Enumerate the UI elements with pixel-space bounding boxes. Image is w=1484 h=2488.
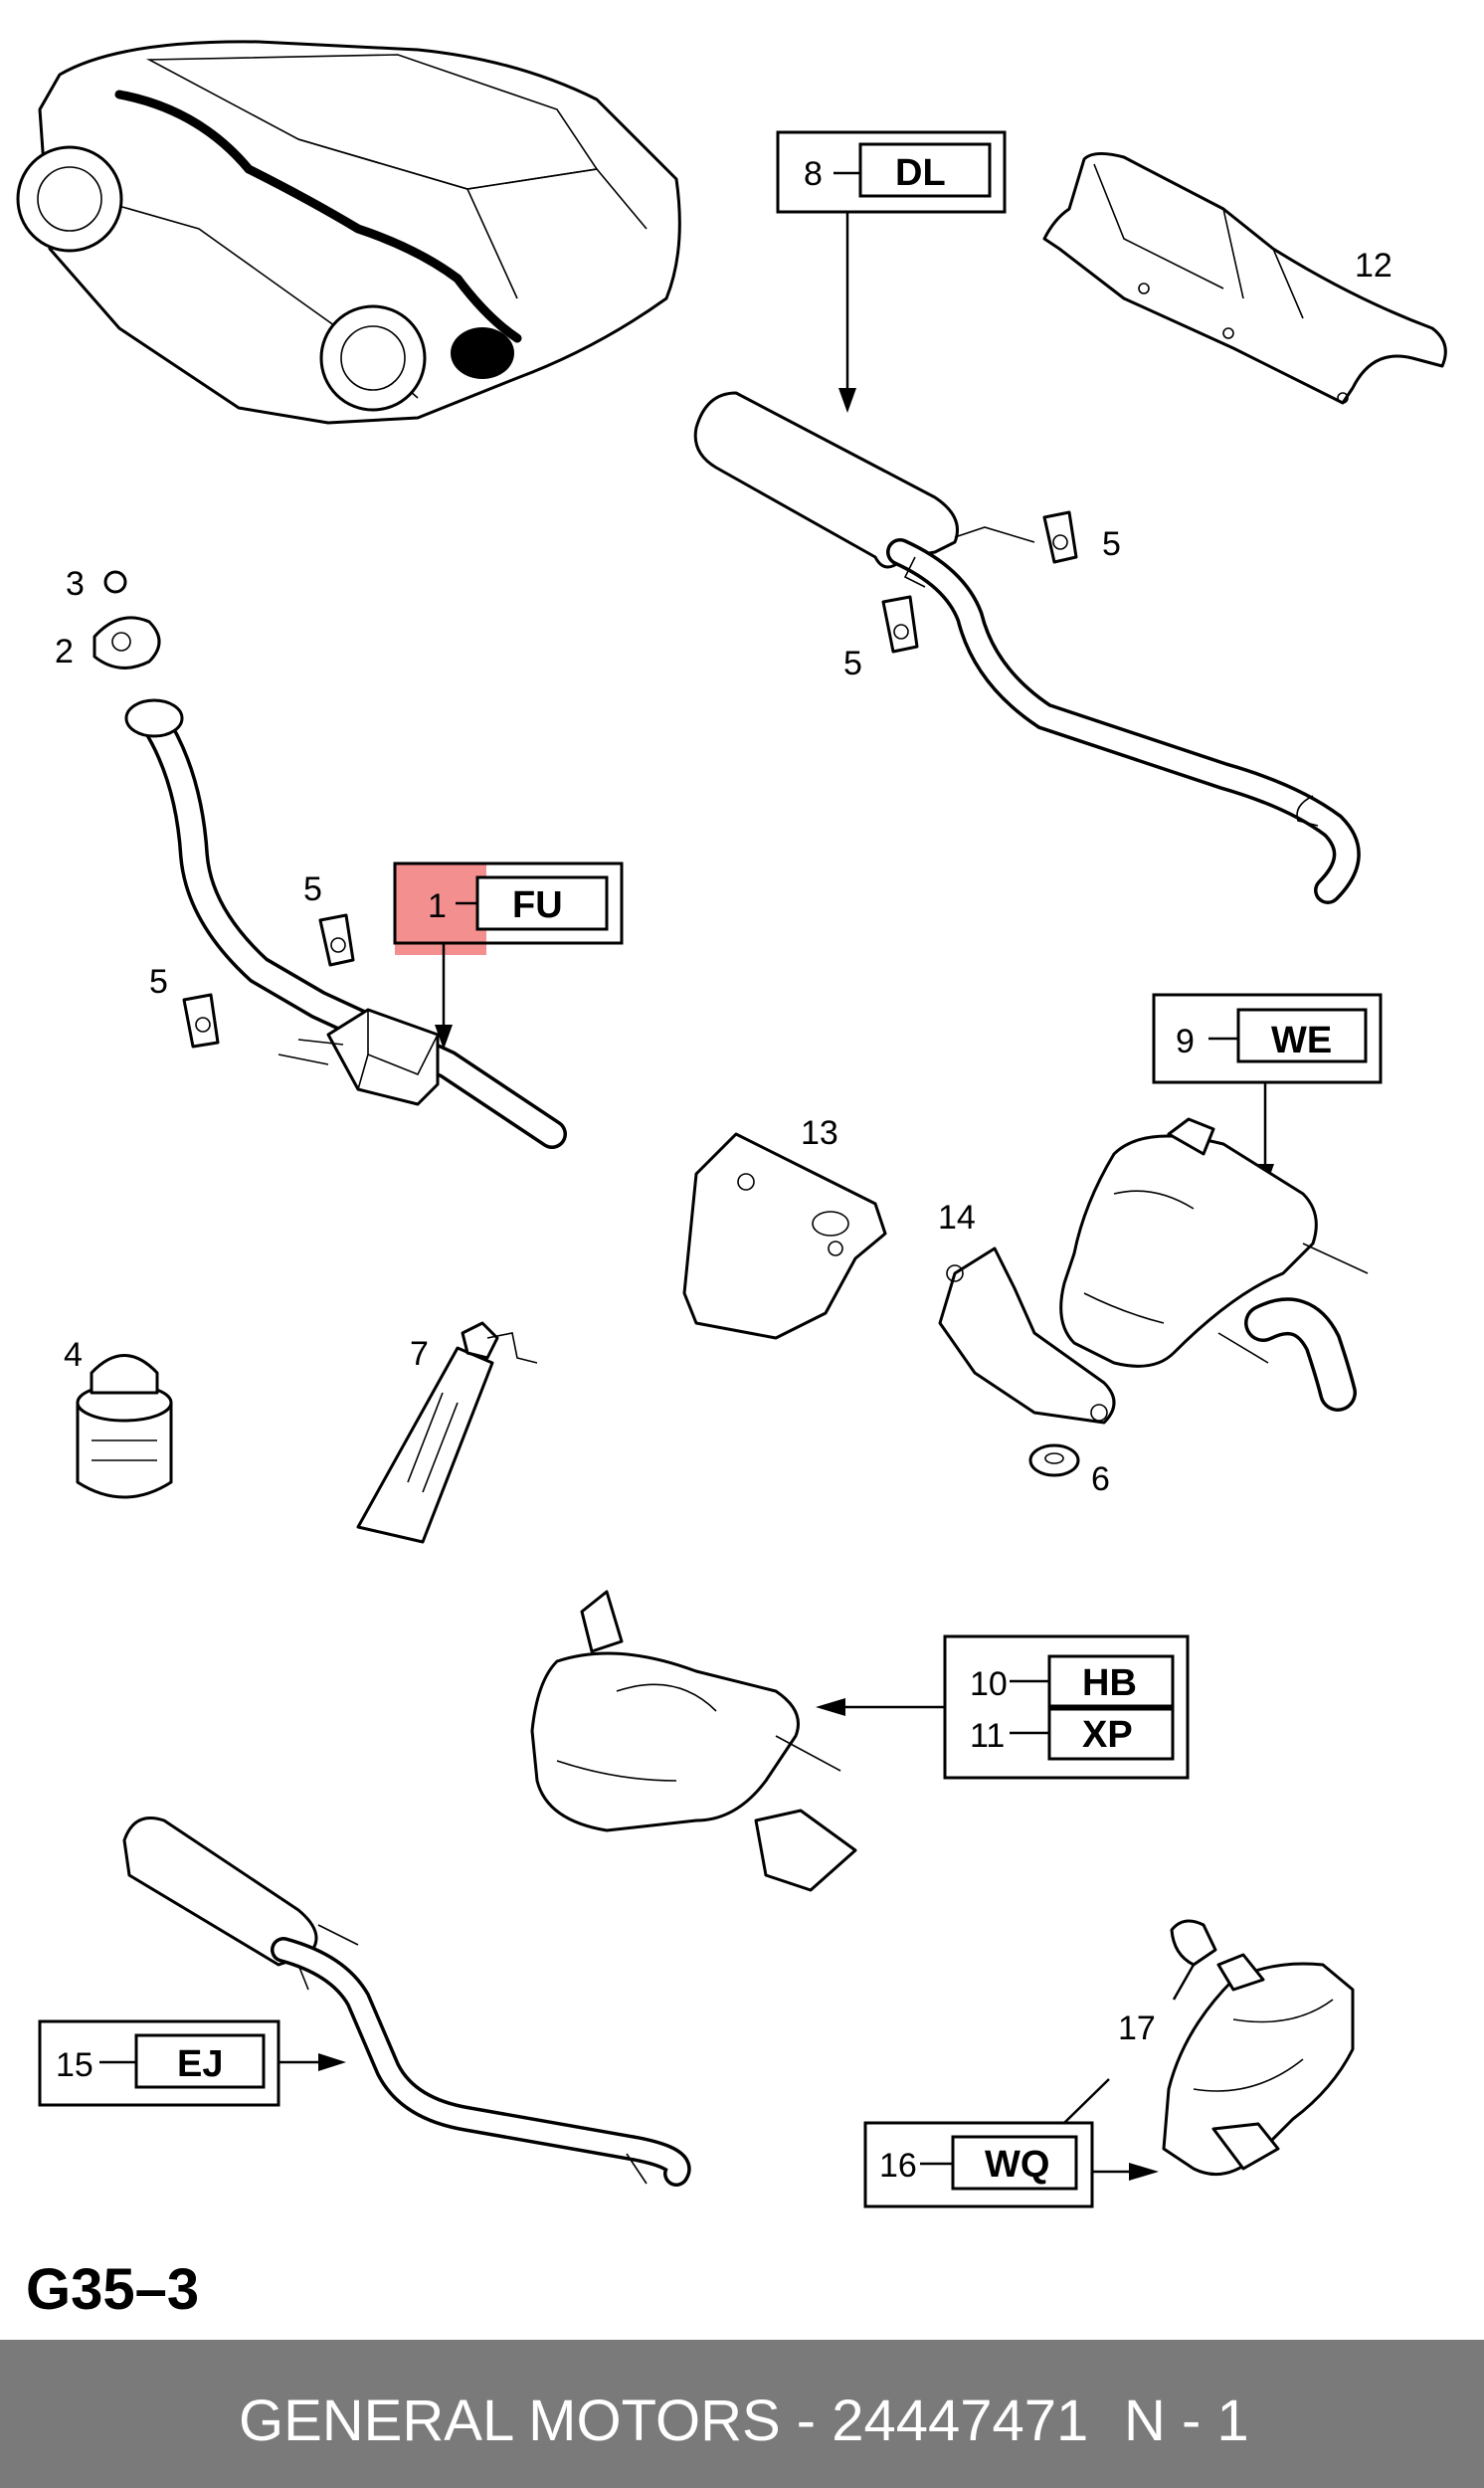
part-label-5b: 5 (843, 645, 862, 682)
part-label-5d: 5 (149, 963, 168, 1001)
part-callout-15: 15 EJ (38, 2019, 346, 2107)
part-label-12: 12 (1355, 247, 1392, 285)
part-number-15: 15 (56, 2046, 93, 2084)
diagram-id: G35–3 (26, 2257, 200, 2322)
part-label-3: 3 (66, 565, 85, 603)
part-number-10: 10 (970, 1665, 1008, 1703)
part-code-1: FU (512, 884, 563, 926)
nut-3: 3 (66, 565, 127, 603)
part-number-8: 8 (804, 155, 823, 193)
part-label-17: 17 (1118, 2010, 1156, 2047)
part-code-15: EJ (177, 2043, 223, 2085)
flange-gasket-2: 2 (55, 616, 161, 670)
part-number-11: 11 (970, 1717, 1005, 1755)
part-callout-1: 1 FU (393, 861, 624, 1050)
front-pipe-converter (124, 698, 567, 1149)
part-callout-8: 8 DL (776, 130, 1007, 413)
rear-muffler-16 (1162, 1953, 1355, 2177)
hanger-5-left: 5 (149, 963, 220, 1049)
hanger-5-mid: 5 (303, 870, 355, 967)
part-code-16: WQ (985, 2144, 1049, 2186)
sealant-tube-7: 7 (356, 1321, 538, 1544)
part-code-10: HB (1082, 1662, 1137, 1704)
rear-muffler-10-11 (530, 1590, 857, 1892)
hanger-5-top-left: 5 (843, 595, 919, 682)
heat-shield-13: 13 (682, 1114, 887, 1340)
footer-position: N - 1 (1124, 2389, 1249, 2453)
part-label-7: 7 (410, 1335, 429, 1373)
part-code-8: DL (895, 152, 946, 194)
part-label-5c: 5 (303, 870, 322, 908)
center-muffler-pipe (693, 391, 1361, 904)
clamp-17: 17 (1118, 1919, 1217, 2047)
part-code-11: XP (1082, 1714, 1133, 1756)
part-number-9: 9 (1176, 1023, 1195, 1060)
part-label-13: 13 (801, 1114, 838, 1152)
washer-6: 6 (1028, 1443, 1110, 1498)
heat-shield-12: 12 (1042, 152, 1447, 405)
center-muffler-15 (122, 1817, 691, 2187)
part-callout-16: 16 WQ (863, 2078, 1159, 2208)
part-label-14: 14 (938, 1199, 976, 1237)
part-label-6: 6 (1091, 1460, 1110, 1498)
footer-bar: GENERAL MOTORS - 24447471 N - 1 (0, 2340, 1484, 2488)
car-illustration (16, 40, 681, 425)
sealant-jar-4: 4 (64, 1336, 173, 1499)
hanger-5-top-right: 5 (1042, 510, 1121, 564)
footer-part-number: GENERAL MOTORS - 24447471 (239, 2389, 1089, 2453)
part-callout-9: 9 WE (1152, 993, 1383, 1189)
part-callout-10-11: 10 HB 11 XP (816, 1634, 1190, 1780)
part-number-16: 16 (879, 2147, 917, 2185)
part-number-1: 1 (428, 887, 447, 925)
bracket-14: 14 (938, 1199, 1116, 1425)
part-label-2: 2 (55, 633, 74, 670)
part-label-5a: 5 (1102, 525, 1121, 563)
part-code-9: WE (1271, 1020, 1332, 1061)
part-label-4: 4 (64, 1336, 83, 1374)
rear-muffler-9 (1059, 1117, 1369, 1412)
